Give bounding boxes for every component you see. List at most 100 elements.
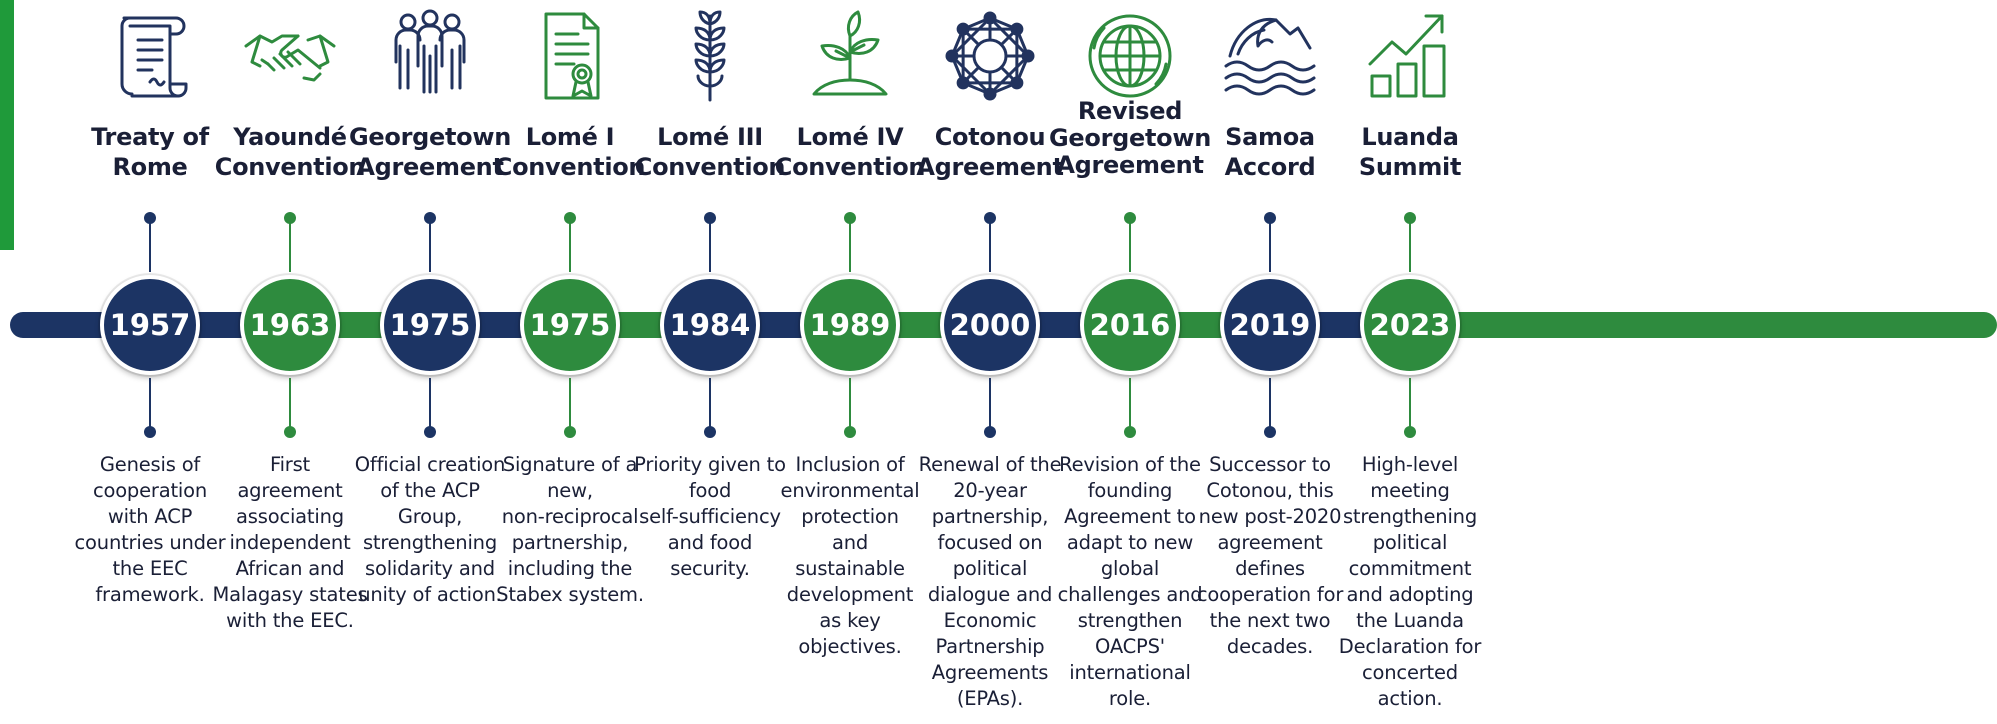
- event-title-line: Convention: [774, 153, 926, 181]
- event-title-line: Samoa: [1225, 123, 1315, 151]
- event-description-line: including the: [507, 557, 633, 580]
- connector-dot: [144, 426, 156, 438]
- event-description-line: objectives.: [798, 635, 902, 658]
- connector-line: [709, 378, 711, 432]
- connector-dot: [424, 212, 436, 224]
- connector-line: [1129, 378, 1131, 432]
- sprout-icon: [800, 6, 900, 106]
- event-description-line: new post-2020: [1198, 505, 1342, 528]
- network-icon: [940, 6, 1040, 106]
- event-description-line: international: [1069, 661, 1191, 684]
- event-description-line: Economic: [943, 609, 1037, 632]
- connector-line: [709, 220, 711, 272]
- connector-line: [1269, 378, 1271, 432]
- year-badge: 2023: [1360, 275, 1460, 375]
- connector-line: [989, 220, 991, 272]
- event-description-line: political: [952, 557, 1028, 580]
- event-title-line: Convention: [634, 153, 786, 181]
- connector-line: [149, 378, 151, 432]
- event-title-line: Lomé I: [525, 123, 615, 151]
- event-title-line: Georgetown: [349, 123, 511, 151]
- connector-line: [1409, 220, 1411, 272]
- wheat-icon: [660, 6, 760, 106]
- waves-icon: [1220, 6, 1320, 106]
- event-description-line: framework.: [95, 583, 205, 606]
- event-description-line: and adopting: [1346, 583, 1474, 606]
- event-description-line: development: [786, 583, 914, 606]
- event-description-line: strengthening: [362, 531, 498, 554]
- connector-dot: [844, 212, 856, 224]
- event-title-line: Lomé III: [657, 123, 763, 151]
- event-description-line: Inclusion of: [795, 453, 905, 476]
- event-description-line: partnership,: [511, 531, 629, 554]
- event-description-line: food: [688, 479, 732, 502]
- event-description-line: environmental: [780, 479, 920, 502]
- left-accent-bar: [0, 0, 14, 250]
- event-description-line: strengthen: [1077, 609, 1183, 632]
- scroll-icon: [100, 6, 200, 106]
- year-badge: 1975: [380, 275, 480, 375]
- timeline-track-segment: [1375, 312, 1997, 338]
- event-description-line: Group,: [397, 505, 463, 528]
- event-title-line: Agreement: [1056, 151, 1204, 179]
- connector-line: [989, 378, 991, 432]
- event-description-line: 20-year: [953, 479, 1027, 502]
- connector-dot: [1404, 212, 1416, 224]
- event-description-line: protection: [801, 505, 899, 528]
- certificate-icon: [520, 6, 620, 106]
- handshake-icon: [240, 6, 340, 106]
- event-description-line: the next two: [1209, 609, 1331, 632]
- connector-line: [1129, 220, 1131, 272]
- event-description-line: of the ACP: [380, 479, 480, 502]
- event-description-line: focused on: [937, 531, 1043, 554]
- event-description-line: sustainable: [795, 557, 905, 580]
- connector-dot: [1404, 426, 1416, 438]
- connector-line: [289, 378, 291, 432]
- globe-icon: [1080, 6, 1180, 106]
- connector-line: [1409, 378, 1411, 432]
- event-description-line: Signature of a: [502, 453, 638, 476]
- connector-line: [429, 220, 431, 272]
- connector-dot: [424, 426, 436, 438]
- connector-line: [149, 220, 151, 272]
- event-description-line: Malagasy states: [212, 583, 368, 606]
- event-description-line: countries under: [74, 531, 226, 554]
- event-title-line: Treaty of: [91, 123, 209, 151]
- year-badge: 1975: [520, 275, 620, 375]
- event-description-line: with the EEC.: [226, 609, 354, 632]
- connector-dot: [704, 426, 716, 438]
- year-badge: 1957: [100, 275, 200, 375]
- event-description-line: partnership,: [931, 505, 1049, 528]
- event-description-line: the EEC: [112, 557, 188, 580]
- event-title-line: Accord: [1224, 153, 1316, 181]
- event-title-line: Rome: [112, 153, 188, 181]
- connector-dot: [984, 426, 996, 438]
- connector-dot: [284, 426, 296, 438]
- event-description-line: role.: [1108, 687, 1152, 710]
- event-description-line: action.: [1377, 687, 1443, 710]
- event-description-line: Successor to: [1209, 453, 1331, 476]
- connector-line: [1269, 220, 1271, 272]
- year-badge: 2016: [1080, 275, 1180, 375]
- event-description-line: independent: [229, 531, 351, 554]
- year-badge: 1984: [660, 275, 760, 375]
- event-description-line: cooperation for: [1196, 583, 1344, 606]
- event-description-line: Priority given to: [634, 453, 786, 476]
- event-description-line: and: [831, 531, 869, 554]
